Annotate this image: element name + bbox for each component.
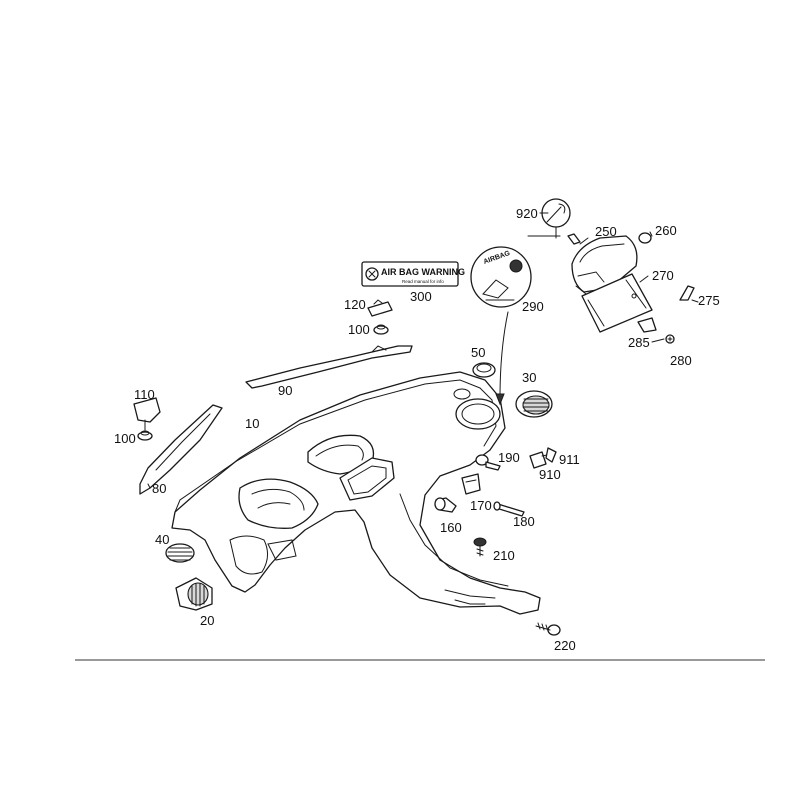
screw-220 [535, 622, 561, 636]
label-911: 911 [559, 452, 580, 467]
trim-strip-80 [139, 404, 223, 495]
label-260: 260 [655, 223, 677, 238]
airbag-badge-290: AIRBAG [470, 246, 532, 406]
trim-strip-90 [245, 345, 413, 389]
strap-275 [679, 285, 695, 301]
label-180: 180 [513, 514, 535, 529]
clip-120 [367, 299, 393, 317]
warning-label-subtext: Read manual for info [402, 279, 444, 284]
label-100-left: 100 [114, 431, 136, 446]
air-vent-30 [515, 390, 553, 418]
label-20: 20 [200, 613, 214, 628]
label-80: 80 [152, 481, 166, 496]
clip-285 [637, 317, 657, 333]
label-90: 90 [278, 383, 292, 398]
label-300: 300 [410, 289, 432, 304]
part-number-labels: 10 20 30 40 50 80 90 100 100 110 120 160… [114, 206, 720, 653]
label-250: 250 [595, 224, 617, 239]
nut-100-left [137, 430, 153, 441]
nut-260 [638, 232, 652, 244]
label-10: 10 [245, 416, 259, 431]
airbag-module-250 [567, 233, 638, 295]
label-30: 30 [522, 370, 536, 385]
screw-210 [473, 537, 487, 557]
label-120: 120 [344, 297, 366, 312]
vent-50 [472, 362, 496, 378]
leader-lines [144, 212, 699, 489]
label-190: 190 [498, 450, 520, 465]
label-290: 290 [522, 299, 544, 314]
label-910: 910 [539, 467, 561, 482]
label-280: 280 [670, 353, 692, 368]
vent-grille-40 [165, 543, 195, 563]
nut-100-top [373, 324, 389, 335]
bracket-170 [461, 473, 481, 495]
label-110: 110 [134, 387, 155, 402]
label-170: 170 [470, 498, 492, 513]
label-285: 285 [628, 335, 650, 350]
label-270: 270 [652, 268, 674, 283]
warning-label-text: AIR BAG WARNING [381, 267, 465, 277]
cover-110 [133, 397, 161, 423]
label-920: 920 [516, 206, 538, 221]
vent-housing-20 [175, 577, 213, 611]
label-160: 160 [440, 520, 462, 535]
mounting-bracket-270 [581, 273, 653, 333]
airbag-warning-label-300: AIR BAG WARNING Read manual for info [361, 261, 465, 287]
screw-280 [665, 334, 675, 344]
screw-190 [475, 454, 501, 471]
label-40: 40 [155, 532, 169, 547]
knob-160 [434, 497, 457, 513]
dashboard-panel [171, 371, 541, 615]
label-210: 210 [493, 548, 515, 563]
label-100-top: 100 [348, 322, 370, 337]
label-220: 220 [554, 638, 576, 653]
bolt-180 [493, 501, 525, 517]
clip-911 [545, 447, 557, 463]
label-275: 275 [698, 293, 720, 308]
label-50: 50 [471, 345, 485, 360]
